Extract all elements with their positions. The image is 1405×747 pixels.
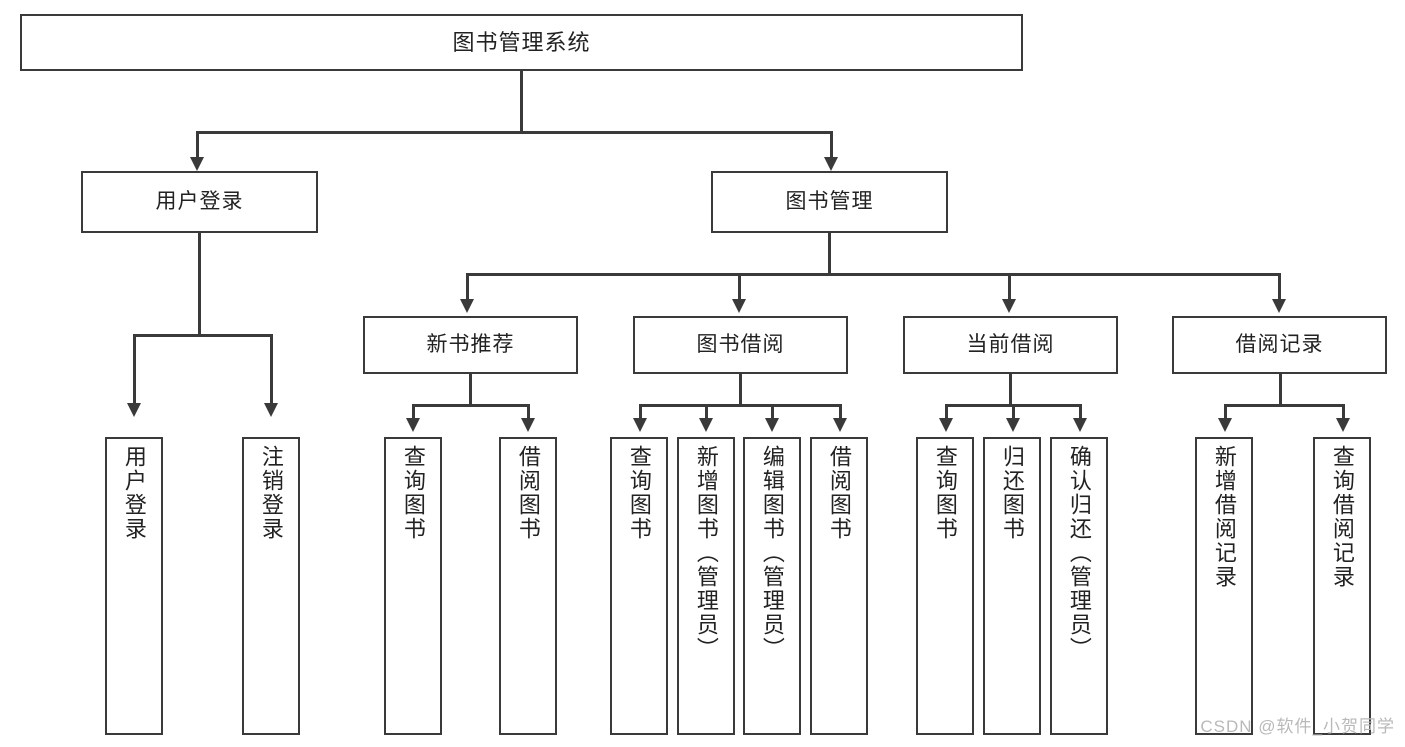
leaf-book-borrow-borrow[interactable]: 借阅图书 <box>810 437 868 735</box>
connector-new-book-to-leaf-2 <box>527 404 530 420</box>
node-label: 借阅图书 <box>515 445 541 541</box>
arrow-borrow-record-to-leaf-1 <box>1218 418 1232 432</box>
watermark: CSDN @软件_小贺同学 <box>1200 717 1395 736</box>
connector-borrow-record-stem <box>1279 374 1282 405</box>
node-label: 借阅记录 <box>1235 332 1324 356</box>
arrow-to-borrow-record <box>1272 299 1286 313</box>
node-label: 新书推荐 <box>426 332 515 356</box>
connector-book-borrow-to-leaf-1 <box>639 404 642 420</box>
arrow-user-login-to-leaf-1 <box>127 403 141 417</box>
node-borrow-record[interactable]: 借阅记录 <box>1172 316 1387 374</box>
node-label: 图书管理 <box>785 189 874 213</box>
node-label: 用户登录 <box>121 445 147 541</box>
connector-root-bus <box>196 131 833 134</box>
connector-book-manage-stem <box>828 233 831 274</box>
connector-new-book-bus <box>412 404 527 407</box>
leaf-user-login-login[interactable]: 用户登录 <box>105 437 163 735</box>
node-label: 查询图书 <box>400 445 426 541</box>
node-root-system[interactable]: 图书管理系统 <box>20 14 1023 71</box>
leaf-book-borrow-edit[interactable]: 编辑图书（管理员） <box>743 437 801 735</box>
connector-current-borrow-to-leaf-3 <box>1079 404 1082 420</box>
connector-book-borrow-stem <box>739 374 742 405</box>
connector-user-login-to-leaf-1 <box>133 334 136 405</box>
node-label: 当前借阅 <box>966 332 1055 356</box>
arrow-to-new-book <box>460 299 474 313</box>
node-label: 查询图书 <box>932 445 958 541</box>
connector-borrow-record-bus <box>1224 404 1342 407</box>
arrow-root-to-user-login <box>190 157 204 171</box>
node-label: 图书管理系统 <box>452 29 591 55</box>
leaf-current-borrow-confirm[interactable]: 确认归还（管理员） <box>1050 437 1108 735</box>
node-book-management[interactable]: 图书管理 <box>711 171 948 233</box>
connector-user-login-bus <box>133 334 270 337</box>
arrow-current-borrow-to-leaf-3 <box>1073 418 1087 432</box>
arrow-book-borrow-to-leaf-1 <box>633 418 647 432</box>
node-current-borrow[interactable]: 当前借阅 <box>903 316 1118 374</box>
connector-borrow-record-to-leaf-1 <box>1224 404 1227 420</box>
connector-new-book-stem <box>469 374 472 405</box>
connector-to-borrow-record <box>1278 273 1281 301</box>
node-label: 确认归还（管理员） <box>1066 445 1092 661</box>
arrow-current-borrow-to-leaf-2 <box>1006 418 1020 432</box>
leaf-book-borrow-query[interactable]: 查询图书 <box>610 437 668 735</box>
connector-current-borrow-stem <box>1009 374 1012 405</box>
connector-current-borrow-to-leaf-1 <box>945 404 948 420</box>
node-new-book-recommend[interactable]: 新书推荐 <box>363 316 578 374</box>
leaf-current-borrow-return[interactable]: 归还图书 <box>983 437 1041 735</box>
arrow-current-borrow-to-leaf-1 <box>939 418 953 432</box>
arrow-new-book-to-leaf-1 <box>406 418 420 432</box>
node-label: 注销登录 <box>258 445 284 541</box>
arrow-root-to-book-manage <box>824 157 838 171</box>
node-label: 归还图书 <box>999 445 1025 541</box>
connector-to-current-borrow <box>1008 273 1011 301</box>
arrow-new-book-to-leaf-2 <box>521 418 535 432</box>
leaf-book-borrow-add[interactable]: 新增图书（管理员） <box>677 437 735 735</box>
connector-book-borrow-to-leaf-4 <box>839 404 842 420</box>
connector-book-borrow-to-leaf-2 <box>705 404 708 420</box>
connector-book-borrow-to-leaf-3 <box>771 404 774 420</box>
connector-root-to-book-manage <box>830 131 833 159</box>
node-label: 查询图书 <box>626 445 652 541</box>
node-label: 用户登录 <box>155 189 244 213</box>
arrow-to-current-borrow <box>1002 299 1016 313</box>
leaf-new-book-borrow[interactable]: 借阅图书 <box>499 437 557 735</box>
leaf-new-book-query[interactable]: 查询图书 <box>384 437 442 735</box>
node-user-login[interactable]: 用户登录 <box>81 171 318 233</box>
connector-user-login-stem <box>198 233 201 335</box>
node-label: 借阅图书 <box>826 445 852 541</box>
connector-user-login-to-leaf-2 <box>270 334 273 405</box>
leaf-borrow-record-add[interactable]: 新增借阅记录 <box>1195 437 1253 735</box>
connector-book-borrow-bus <box>639 404 839 407</box>
leaf-current-borrow-query[interactable]: 查询图书 <box>916 437 974 735</box>
connector-to-book-borrow <box>738 273 741 301</box>
connector-new-book-to-leaf-1 <box>412 404 415 420</box>
node-label: 查询借阅记录 <box>1329 445 1355 589</box>
node-label: 编辑图书（管理员） <box>759 445 785 661</box>
node-label: 图书借阅 <box>696 332 785 356</box>
arrow-user-login-to-leaf-2 <box>264 403 278 417</box>
connector-root-stem <box>520 71 523 132</box>
node-label: 新增借阅记录 <box>1211 445 1237 589</box>
connector-current-borrow-to-leaf-2 <box>1012 404 1015 420</box>
connector-root-to-user-login <box>196 131 199 159</box>
node-book-borrow[interactable]: 图书借阅 <box>633 316 848 374</box>
arrow-book-borrow-to-leaf-2 <box>699 418 713 432</box>
arrow-to-book-borrow <box>732 299 746 313</box>
leaf-user-login-logout[interactable]: 注销登录 <box>242 437 300 735</box>
connector-level3-bus <box>466 273 1278 276</box>
connector-borrow-record-to-leaf-2 <box>1342 404 1345 420</box>
arrow-book-borrow-to-leaf-3 <box>765 418 779 432</box>
arrow-book-borrow-to-leaf-4 <box>833 418 847 432</box>
leaf-borrow-record-query[interactable]: 查询借阅记录 <box>1313 437 1371 735</box>
node-label: 新增图书（管理员） <box>693 445 719 661</box>
connector-to-new-book <box>466 273 469 301</box>
arrow-borrow-record-to-leaf-2 <box>1336 418 1350 432</box>
